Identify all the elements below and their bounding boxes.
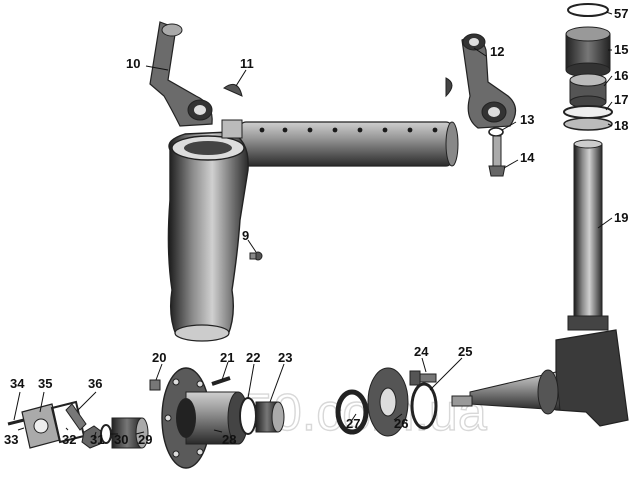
callout-23: 23	[278, 350, 292, 365]
screw-part-34	[7, 418, 25, 426]
callout-17: 17	[614, 92, 628, 107]
callout-15: 15	[614, 42, 628, 57]
callout-19: 19	[614, 210, 628, 225]
seal-part-17	[563, 105, 613, 119]
bolt-part-24	[409, 370, 437, 386]
bushing-part-15	[565, 26, 611, 78]
cover-plate-part-26	[367, 367, 409, 437]
callout-28: 28	[222, 432, 236, 447]
spindle-knuckle	[451, 329, 629, 427]
washer-part-13	[488, 127, 504, 137]
callout-14: 14	[520, 150, 535, 165]
bolt-part-21	[211, 376, 231, 386]
seal-ring-part-27	[335, 389, 369, 435]
key-part-11	[222, 83, 243, 97]
callout-31: 31	[90, 432, 104, 447]
ring-part-57	[567, 3, 609, 17]
leader-lines	[13, 11, 613, 439]
callout-18: 18	[614, 118, 628, 133]
callout-labels: 10 11 12 13 14 57 15 16 17 18 19 9 20 21…	[4, 6, 628, 447]
callout-25: 25	[458, 344, 472, 359]
callout-34: 34	[10, 376, 25, 391]
key-part-left-of-12	[445, 77, 453, 98]
kingpin-part-19	[567, 139, 609, 331]
callout-26: 26	[394, 416, 408, 431]
callout-12: 12	[490, 44, 504, 59]
bearing-part-16	[569, 73, 607, 109]
beam-housing-part-9	[167, 119, 459, 342]
cotter-pin-part-36	[65, 403, 87, 431]
steering-arm-part-12	[461, 33, 517, 129]
bearing-part-23	[255, 401, 285, 433]
wheel-hub-part-28	[161, 367, 249, 469]
callout-21: 21	[220, 350, 234, 365]
callout-27: 27	[346, 416, 360, 431]
seal-part-22	[239, 397, 257, 435]
gasket-part-25	[410, 382, 438, 430]
flange-plate-part-33	[21, 403, 61, 449]
callout-35: 35	[38, 376, 52, 391]
callout-11: 11	[240, 56, 254, 71]
callout-20: 20	[152, 350, 166, 365]
callout-24: 24	[414, 344, 429, 359]
callout-32: 32	[62, 432, 76, 447]
callout-36: 36	[88, 376, 102, 391]
callout-16: 16	[614, 68, 628, 83]
callout-10: 10	[126, 56, 140, 71]
stud-part-20	[149, 379, 161, 391]
callout-9: 9	[242, 228, 249, 243]
bolt-part-14	[488, 135, 506, 177]
washer-part-18	[563, 117, 613, 131]
steering-arm-part-10	[149, 21, 213, 127]
callout-29: 29	[138, 432, 152, 447]
callout-30: 30	[114, 432, 128, 447]
callout-22: 22	[246, 350, 260, 365]
callout-13: 13	[520, 112, 534, 127]
nut-part-31	[81, 425, 103, 449]
callout-33: 33	[4, 432, 18, 447]
callout-57: 57	[614, 6, 628, 21]
